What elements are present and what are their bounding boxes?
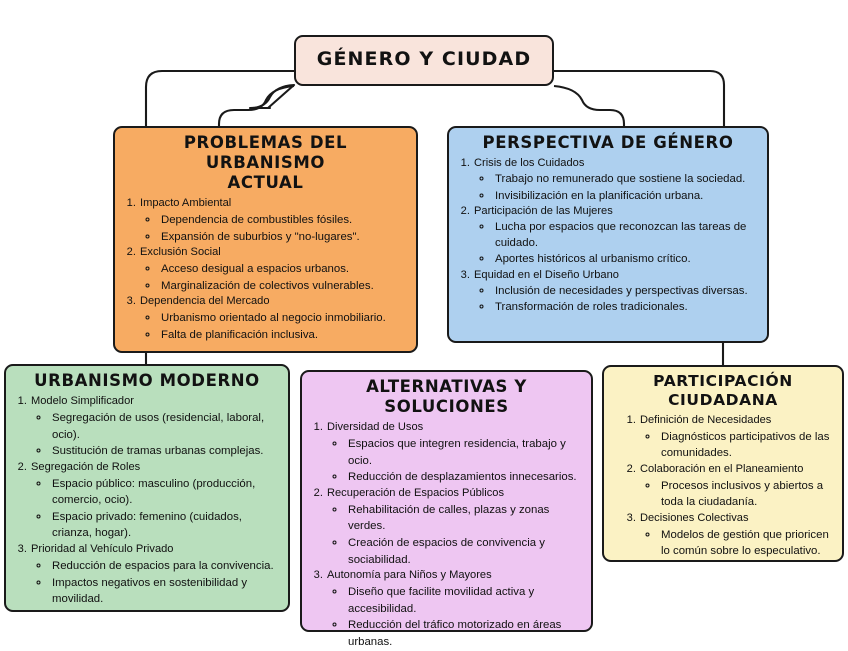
sublist: Inclusión de necesidades y perspectivas … [474, 283, 760, 315]
list-item: Crisis de los Cuidados Trabajo no remune… [473, 156, 760, 204]
lvl1-label: Impacto Ambiental [140, 197, 232, 210]
list-item: Segregación de Roles Espacio público: ma… [30, 460, 281, 542]
connector-root-bottom-left-curve [248, 83, 296, 110]
sublist: Lucha por espacios que reconozcan las ta… [474, 219, 760, 268]
node-title-modern: URBANISMO MODERNO [34, 371, 260, 390]
list-item: Falta de planificación inclusiva. [159, 327, 409, 344]
connector-root-to-problems-right [217, 84, 295, 126]
lvl1-label: Prioridad al Vehículo Privado [31, 543, 174, 556]
node-title-problems: PROBLEMAS DEL URBANISMO ACTUAL [183, 133, 348, 193]
sublist: Diagnósticos participativos de las comun… [640, 429, 835, 462]
sublist: Rehabilitación de calles, plazas y zonas… [327, 502, 584, 569]
node-problemas-del-urbanismo-actual[interactable]: PROBLEMAS DEL URBANISMO ACTUAL Impacto A… [113, 126, 418, 353]
list-item: Espacio privado: femenino (cuidados, cri… [50, 509, 281, 542]
list-item: Reducción del tráfico motorizado en área… [346, 617, 584, 650]
list-item: Definición de Necesidades Diagnósticos p… [639, 413, 835, 462]
list-item: Espacios que integren residencia, trabaj… [346, 436, 584, 469]
list-item: Diagnósticos participativos de las comun… [659, 429, 835, 462]
lvl1-label: Recuperación de Espacios Públicos [327, 486, 504, 499]
lvl1-label: Definición de Necesidades [640, 413, 772, 426]
sublist: Acceso desigual a espacios urbanos. Marg… [140, 261, 409, 294]
lvl1-label: Dependencia del Mercado [140, 295, 270, 308]
connector-root-to-perspective-right [554, 69, 726, 126]
list-item: Decisiones Colectivas Modelos de gestión… [639, 511, 835, 560]
list-item: Diseño que facilite movilidad activa y a… [346, 584, 584, 617]
list-item: Diversidad de Usos Espacios que integren… [326, 420, 584, 486]
list-item: Aportes históricos al urbanismo crítico. [493, 251, 760, 267]
sublist: Dependencia de combustibles fósiles. Exp… [140, 212, 409, 245]
lvl1-label: Autonomía para Niños y Mayores [327, 569, 492, 582]
node-title-perspective: PERSPECTIVA DE GÉNERO [482, 133, 734, 152]
list-item: Acceso desigual a espacios urbanos. [159, 261, 409, 278]
lvl1-label: Exclusión Social [140, 246, 221, 259]
lvl1-label: Crisis de los Cuidados [474, 157, 585, 170]
list-item: Sustitución de tramas urbanas complejas. [50, 443, 281, 460]
list-item: Invisibilización en la planificación urb… [493, 188, 760, 204]
lvl1-label: Modelo Simplificador [31, 395, 134, 408]
node-list-participation: Definición de Necesidades Diagnósticos p… [611, 413, 835, 560]
sublist: Urbanismo orientado al negocio inmobilia… [140, 310, 409, 343]
list-item: Reducción de espacios para la convivenci… [50, 558, 281, 575]
list-item: Impacto Ambiental Dependencia de combust… [139, 196, 409, 245]
connector-root-to-problems-left [144, 69, 294, 126]
list-item: Exclusión Social Acceso desigual a espac… [139, 245, 409, 294]
list-item: Rehabilitación de calles, plazas y zonas… [346, 502, 584, 535]
node-list-alternatives: Diversidad de Usos Espacios que integren… [309, 420, 584, 650]
sublist: Espacios que integren residencia, trabaj… [327, 436, 584, 486]
list-item: Inclusión de necesidades y perspectivas … [493, 283, 760, 299]
list-item: Dependencia de combustibles fósiles. [159, 212, 409, 229]
sublist: Procesos inclusivos y abiertos a toda la… [640, 478, 835, 511]
list-item: Equidad en el Diseño Urbano Inclusión de… [473, 268, 760, 316]
node-participacion-ciudadana[interactable]: PARTICIPACIÓN CIUDADANA Definición de Ne… [602, 365, 844, 562]
sublist: Modelos de gestión que prioricen lo comú… [640, 527, 835, 560]
list-item: Impactos negativos en sostenibilidad y m… [50, 575, 281, 608]
list-item: Urbanismo orientado al negocio inmobilia… [159, 310, 409, 327]
list-item: Transformación de roles tradicionales. [493, 299, 760, 315]
list-item: Colaboración en el Planeamiento Procesos… [639, 462, 835, 511]
list-item: Creación de espacios de convivencia y so… [346, 535, 584, 568]
list-item: Modelo Simplificador Segregación de usos… [30, 394, 281, 460]
list-item: Trabajo no remunerado que sostiene la so… [493, 171, 760, 187]
node-title-root: GÉNERO Y CIUDAD [316, 47, 532, 70]
lvl1-label: Colaboración en el Planeamiento [640, 462, 804, 475]
node-alternativas-y-soluciones[interactable]: ALTERNATIVAS Y SOLUCIONES Diversidad de … [300, 370, 593, 648]
node-list-problems: Impacto Ambiental Dependencia de combust… [122, 196, 409, 343]
sublist: Espacio público: masculino (producción, … [31, 476, 281, 543]
list-item: Segregación de usos (residencial, labora… [50, 410, 281, 443]
list-item: Prioridad al Vehículo Privado Reducción … [30, 542, 281, 608]
list-item: Modelos de gestión que prioricen lo comú… [659, 527, 835, 560]
sublist: Reducción de espacios para la convivenci… [31, 558, 281, 608]
lvl1-label: Decisiones Colectivas [640, 511, 749, 524]
node-urbanismo-moderno[interactable]: URBANISMO MODERNO Modelo Simplificador S… [4, 364, 290, 612]
node-genero-y-ciudad[interactable]: GÉNERO Y CIUDAD [294, 35, 554, 86]
lvl1-label: Segregación de Roles [31, 460, 141, 473]
sublist: Trabajo no remunerado que sostiene la so… [474, 171, 760, 203]
list-item: Reducción de desplazamientos innecesario… [346, 469, 584, 486]
list-item: Autonomía para Niños y Mayores Diseño qu… [326, 568, 584, 650]
node-title-participation: PARTICIPACIÓN CIUDADANA [653, 372, 793, 409]
mindmap-canvas: GÉNERO Y CIUDAD PROBLEMAS DEL URBANISMO … [0, 0, 848, 636]
list-item: Marginalización de colectivos vulnerable… [159, 278, 409, 295]
lvl1-label: Diversidad de Usos [327, 421, 424, 434]
connector-root-to-perspective-left [553, 84, 626, 126]
list-item: Procesos inclusivos y abiertos a toda la… [659, 478, 835, 511]
node-list-perspective: Crisis de los Cuidados Trabajo no remune… [456, 156, 760, 315]
node-list-modern: Modelo Simplificador Segregación de usos… [13, 394, 281, 608]
lvl1-label: Participación de las Mujeres [474, 204, 613, 217]
list-item: Espacio público: masculino (producción, … [50, 476, 281, 509]
list-item: Dependencia del Mercado Urbanismo orient… [139, 294, 409, 343]
sublist: Segregación de usos (residencial, labora… [31, 410, 281, 460]
node-perspectiva-de-genero[interactable]: PERSPECTIVA DE GÉNERO Crisis de los Cuid… [447, 126, 769, 343]
list-item: Expansión de suburbios y "no-lugares". [159, 229, 409, 246]
node-title-alternatives: ALTERNATIVAS Y SOLUCIONES [366, 377, 527, 417]
list-item: Recuperación de Espacios Públicos Rehabi… [326, 486, 584, 568]
list-item: Lucha por espacios que reconozcan las ta… [493, 219, 760, 251]
sublist: Diseño que facilite movilidad activa y a… [327, 584, 584, 651]
lvl1-label: Equidad en el Diseño Urbano [474, 268, 619, 281]
list-item: Participación de las Mujeres Lucha por e… [473, 204, 760, 268]
